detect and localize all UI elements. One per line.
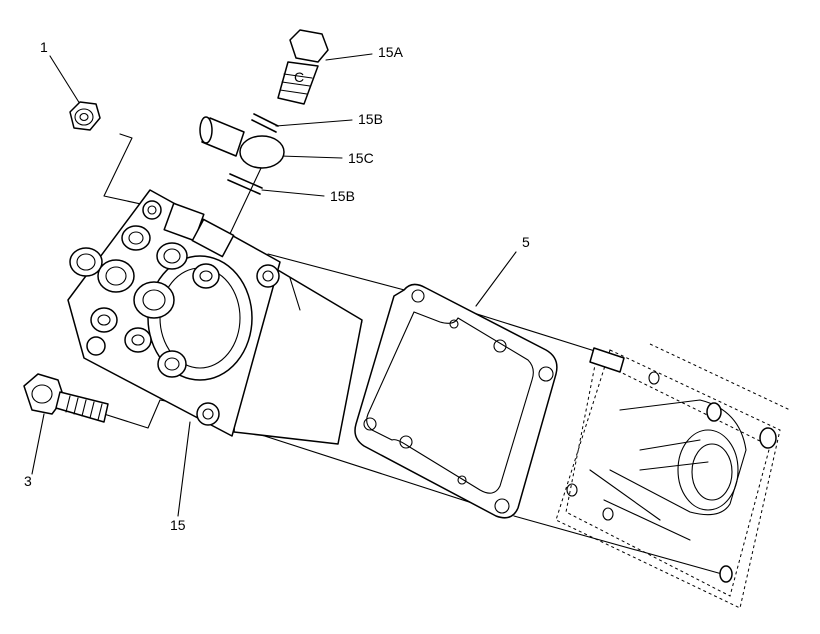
banjo-fitting-item-15c — [199, 116, 285, 169]
callout-15b-top: 15B — [358, 111, 383, 127]
fitting-marking: C — [294, 69, 304, 85]
callout-labels: 1 15A 15B 15C 15B 5 3 15 — [24, 39, 530, 533]
housing-studs — [566, 347, 777, 583]
nut-item-1 — [69, 101, 101, 131]
callout-5: 5 — [522, 234, 530, 250]
callout-1: 1 — [40, 39, 48, 55]
callout-15b-bottom: 15B — [330, 188, 355, 204]
injection-pump-item-15 — [67, 189, 363, 445]
mounting-housing — [555, 343, 791, 609]
washer-item-15b-bottom — [227, 173, 263, 195]
callout-3: 3 — [24, 473, 32, 489]
delivery-valves — [69, 202, 235, 378]
callout-15: 15 — [170, 517, 186, 533]
washer-item-15b-top — [251, 113, 279, 133]
callout-15c: 15C — [348, 150, 374, 166]
gasket-item-5 — [354, 283, 558, 519]
callout-15a: 15A — [378, 44, 404, 60]
banjo-bolt-item-15a: C — [277, 29, 329, 105]
bolt-item-3 — [23, 373, 109, 423]
